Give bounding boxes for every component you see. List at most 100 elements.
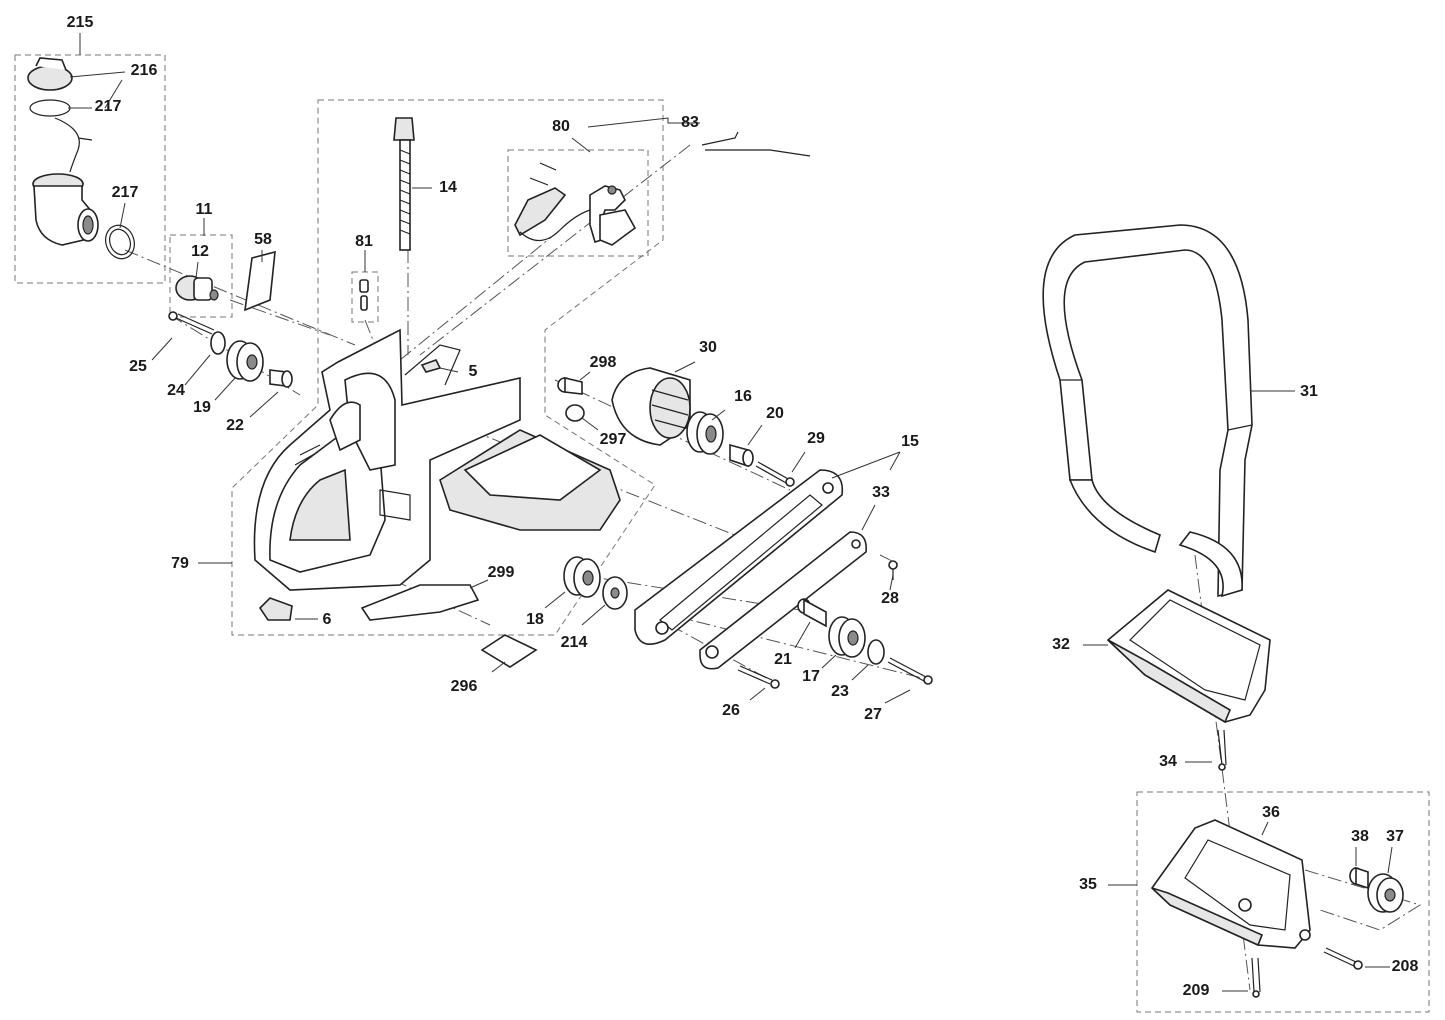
part-label-33: 33 xyxy=(872,484,890,501)
rod-83-part xyxy=(701,131,811,157)
part-label-14: 14 xyxy=(439,179,457,196)
plug-298-part xyxy=(557,376,583,395)
part-label-296: 296 xyxy=(450,678,478,695)
washer-23-part xyxy=(867,639,885,665)
part-label-38: 38 xyxy=(1351,828,1369,845)
washer-24-part xyxy=(210,331,226,355)
part-label-15: 15 xyxy=(901,433,919,450)
leader-lines xyxy=(68,33,1393,992)
bracket-15-part xyxy=(634,469,844,646)
label-296-part xyxy=(480,634,538,668)
part-label-83: 83 xyxy=(681,114,699,131)
screw-209-part xyxy=(1251,957,1261,998)
plug-297-part xyxy=(565,404,585,422)
boot-30-part xyxy=(611,367,691,446)
screw-34-part xyxy=(1217,729,1227,771)
screw-28-part xyxy=(888,560,898,580)
o-ring-part xyxy=(105,224,135,260)
part-label-20: 20 xyxy=(766,405,784,422)
washer-214-part xyxy=(602,576,628,610)
part-label-18: 18 xyxy=(526,611,544,628)
axis-line xyxy=(399,229,561,361)
bolt-25-part xyxy=(168,311,215,335)
fuel-filter-part xyxy=(175,275,219,301)
part-label-28: 28 xyxy=(881,590,899,607)
part-label-32: 32 xyxy=(1052,636,1070,653)
throttle-mechanism-part xyxy=(514,162,637,246)
part-label-299: 299 xyxy=(487,564,515,581)
part-label-24: 24 xyxy=(167,382,185,399)
axis-line xyxy=(419,144,691,356)
part-label-31: 31 xyxy=(1300,383,1318,400)
part-label-6: 6 xyxy=(322,611,332,628)
damper-37-part xyxy=(1367,873,1404,913)
part-label-215: 215 xyxy=(66,14,94,31)
damper-18-part xyxy=(563,556,601,598)
part-label-29: 29 xyxy=(807,430,825,447)
fuel-cap-part xyxy=(27,57,73,91)
decal-299-part xyxy=(360,584,480,621)
front-handle-31-part xyxy=(1042,224,1253,598)
part-label-17: 17 xyxy=(802,668,820,685)
part-label-22: 22 xyxy=(226,417,244,434)
part-label-298: 298 xyxy=(589,354,617,371)
part-label-5: 5 xyxy=(468,363,478,380)
part-label-26: 26 xyxy=(722,702,740,719)
bracket-32-part xyxy=(1106,589,1271,724)
part-label-36: 36 xyxy=(1262,804,1280,821)
part-label-27: 27 xyxy=(864,706,882,723)
bolt-29-part xyxy=(755,461,795,487)
part-label-81: 81 xyxy=(355,233,373,250)
bolt-208-part xyxy=(1323,947,1363,970)
sleeve-20-part xyxy=(729,443,754,468)
bolt-27-part xyxy=(887,657,933,685)
label-58-part xyxy=(244,250,276,312)
bolt-26-part xyxy=(737,665,780,689)
foot-6-part xyxy=(258,597,293,621)
clip-5-part xyxy=(420,359,442,373)
axis-line xyxy=(649,609,931,681)
main-housing-part xyxy=(253,328,621,591)
valve-81-part xyxy=(359,279,369,311)
part-label-208: 208 xyxy=(1391,958,1419,975)
filler-neck-part xyxy=(32,173,99,246)
axis-line xyxy=(229,299,331,336)
o-ring-part xyxy=(29,99,71,117)
part-label-58: 58 xyxy=(254,231,272,248)
group-box-11 xyxy=(169,234,233,318)
part-label-34: 34 xyxy=(1159,753,1177,770)
part-label-209: 209 xyxy=(1182,982,1210,999)
part-label-11: 11 xyxy=(195,201,213,218)
part-label-37: 37 xyxy=(1386,828,1404,845)
part-label-35: 35 xyxy=(1079,876,1097,893)
o-ring-part xyxy=(109,228,131,256)
part-label-216: 216 xyxy=(130,62,158,79)
part-label-16: 16 xyxy=(734,388,752,405)
group-box-80 xyxy=(507,149,649,257)
part-label-217: 217 xyxy=(94,98,122,115)
plate-33-part xyxy=(699,531,867,670)
axis-line xyxy=(364,319,376,346)
part-label-30: 30 xyxy=(699,339,717,356)
sleeve-21-part xyxy=(797,598,827,628)
sleeve-22-part xyxy=(269,369,293,388)
part-label-214: 214 xyxy=(560,634,588,651)
part-label-23: 23 xyxy=(831,683,849,700)
part-label-12: 12 xyxy=(191,243,209,260)
part-label-79: 79 xyxy=(171,555,189,572)
sleeve-38-part xyxy=(1349,866,1369,890)
cable-14-part xyxy=(393,117,415,251)
part-label-21: 21 xyxy=(774,651,792,668)
part-label-25: 25 xyxy=(129,358,147,375)
part-label-297: 297 xyxy=(599,431,627,448)
part-label-217: 217 xyxy=(111,184,139,201)
group-box-35 xyxy=(1136,791,1430,1013)
axis-line xyxy=(1304,869,1422,931)
damper-17-part xyxy=(828,616,866,658)
axis-line xyxy=(124,249,356,346)
strap-part xyxy=(54,117,93,173)
part-label-80: 80 xyxy=(552,118,570,135)
group-box-215 xyxy=(14,54,166,284)
